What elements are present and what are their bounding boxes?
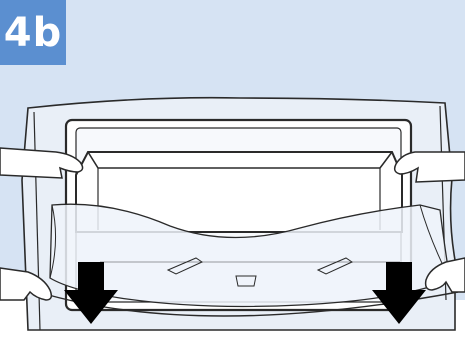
step-badge: 4b bbox=[0, 0, 66, 65]
step-label: 4b bbox=[4, 10, 62, 56]
